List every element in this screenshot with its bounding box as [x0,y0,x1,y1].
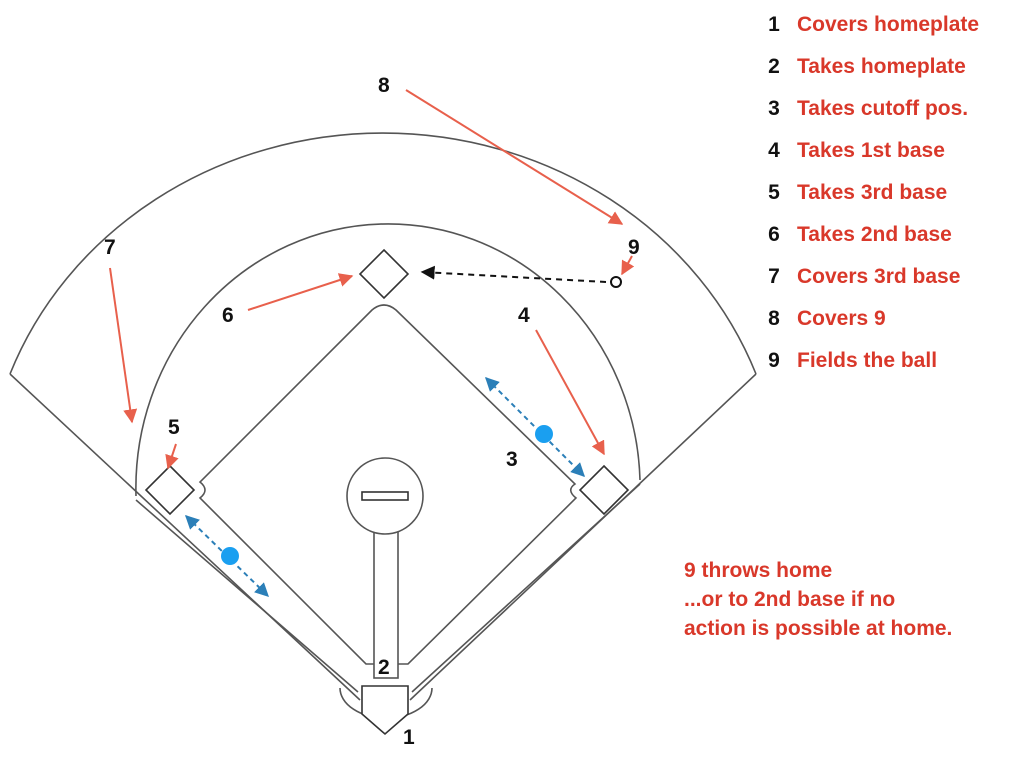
outfield-fence [9,132,757,375]
arrow-9-pointer [621,255,635,276]
relay-dot-left [221,547,239,565]
arrow-6-to-2nd [247,273,354,311]
third-base-line [135,499,359,693]
note-line-2: ...or to 2nd base if no [684,588,896,611]
pitchers-rubber [361,491,409,501]
legend-number: 1 [768,13,780,36]
note-line-1: 9 throws home [684,559,833,582]
legend-number: 5 [768,181,780,204]
position-label-7: 7 [104,236,116,259]
legend-item-9: 9 Fields the ball [764,346,1022,388]
legend-text: Fields the ball [797,349,938,372]
throw-9-to-2nd [420,265,607,283]
mound-path [373,529,399,679]
infield-arc [135,223,641,497]
position-label-3: 3 [506,448,518,471]
position-label-6: 6 [222,304,234,327]
first-base [578,464,630,516]
legend-text: Takes homeplate [797,55,966,78]
legend-text: Takes 1st base [797,139,945,162]
legend-item-6: 6 Takes 2nd base [764,220,1022,262]
legend-number: 3 [768,97,780,120]
position-label-9: 9 [628,236,640,259]
legend-number: 4 [768,139,780,162]
legend-text: Takes 3rd base [797,181,948,204]
first-base-line [411,483,641,693]
position-label-1: 1 [403,726,415,749]
arrow-5-to-3rd [165,443,179,470]
legend-number: 7 [768,265,780,288]
home-plate [361,685,409,736]
relay-dot-right [535,425,553,443]
legend-number: 6 [768,223,780,246]
legend-number: 8 [768,307,780,330]
position-label-2: 2 [378,656,390,679]
legend-item-1: 1 Covers homeplate [764,10,1022,52]
legend-text: Takes cutoff pos. [797,97,969,120]
legend-item-3: 3 Takes cutoff pos. [764,94,1022,136]
legend-number: 9 [768,349,780,372]
throw-note: 9 throws home ...or to 2nd base if no ac… [684,556,1014,643]
legend-text: Covers 9 [797,307,886,330]
legend-item-2: 2 Takes homeplate [764,52,1022,94]
ball-marker [610,276,622,288]
arrow-8-to-9 [405,89,624,225]
second-base [358,248,410,300]
third-base [144,464,196,516]
legend-text: Covers 3rd base [797,265,961,288]
position-label-5: 5 [168,416,180,439]
legend-item-7: 7 Covers 3rd base [764,262,1022,304]
left-foul-line [9,373,361,701]
note-line-3: action is possible at home. [684,617,953,640]
legend-text: Takes 2nd base [797,223,952,246]
position-label-8: 8 [378,74,390,97]
legend-item-5: 5 Takes 3rd base [764,178,1022,220]
infield-diamond [198,304,578,665]
legend-number: 2 [768,55,780,78]
position-label-4: 4 [518,304,530,327]
positions-legend: 1 Covers homeplate 2 Takes homeplate 3 T… [764,10,1022,388]
arrow-7-to-3rd [109,267,138,424]
legend-item-8: 8 Covers 9 [764,304,1022,346]
legend-text: Covers homeplate [797,13,980,36]
legend-item-4: 4 Takes 1st base [764,136,1022,178]
